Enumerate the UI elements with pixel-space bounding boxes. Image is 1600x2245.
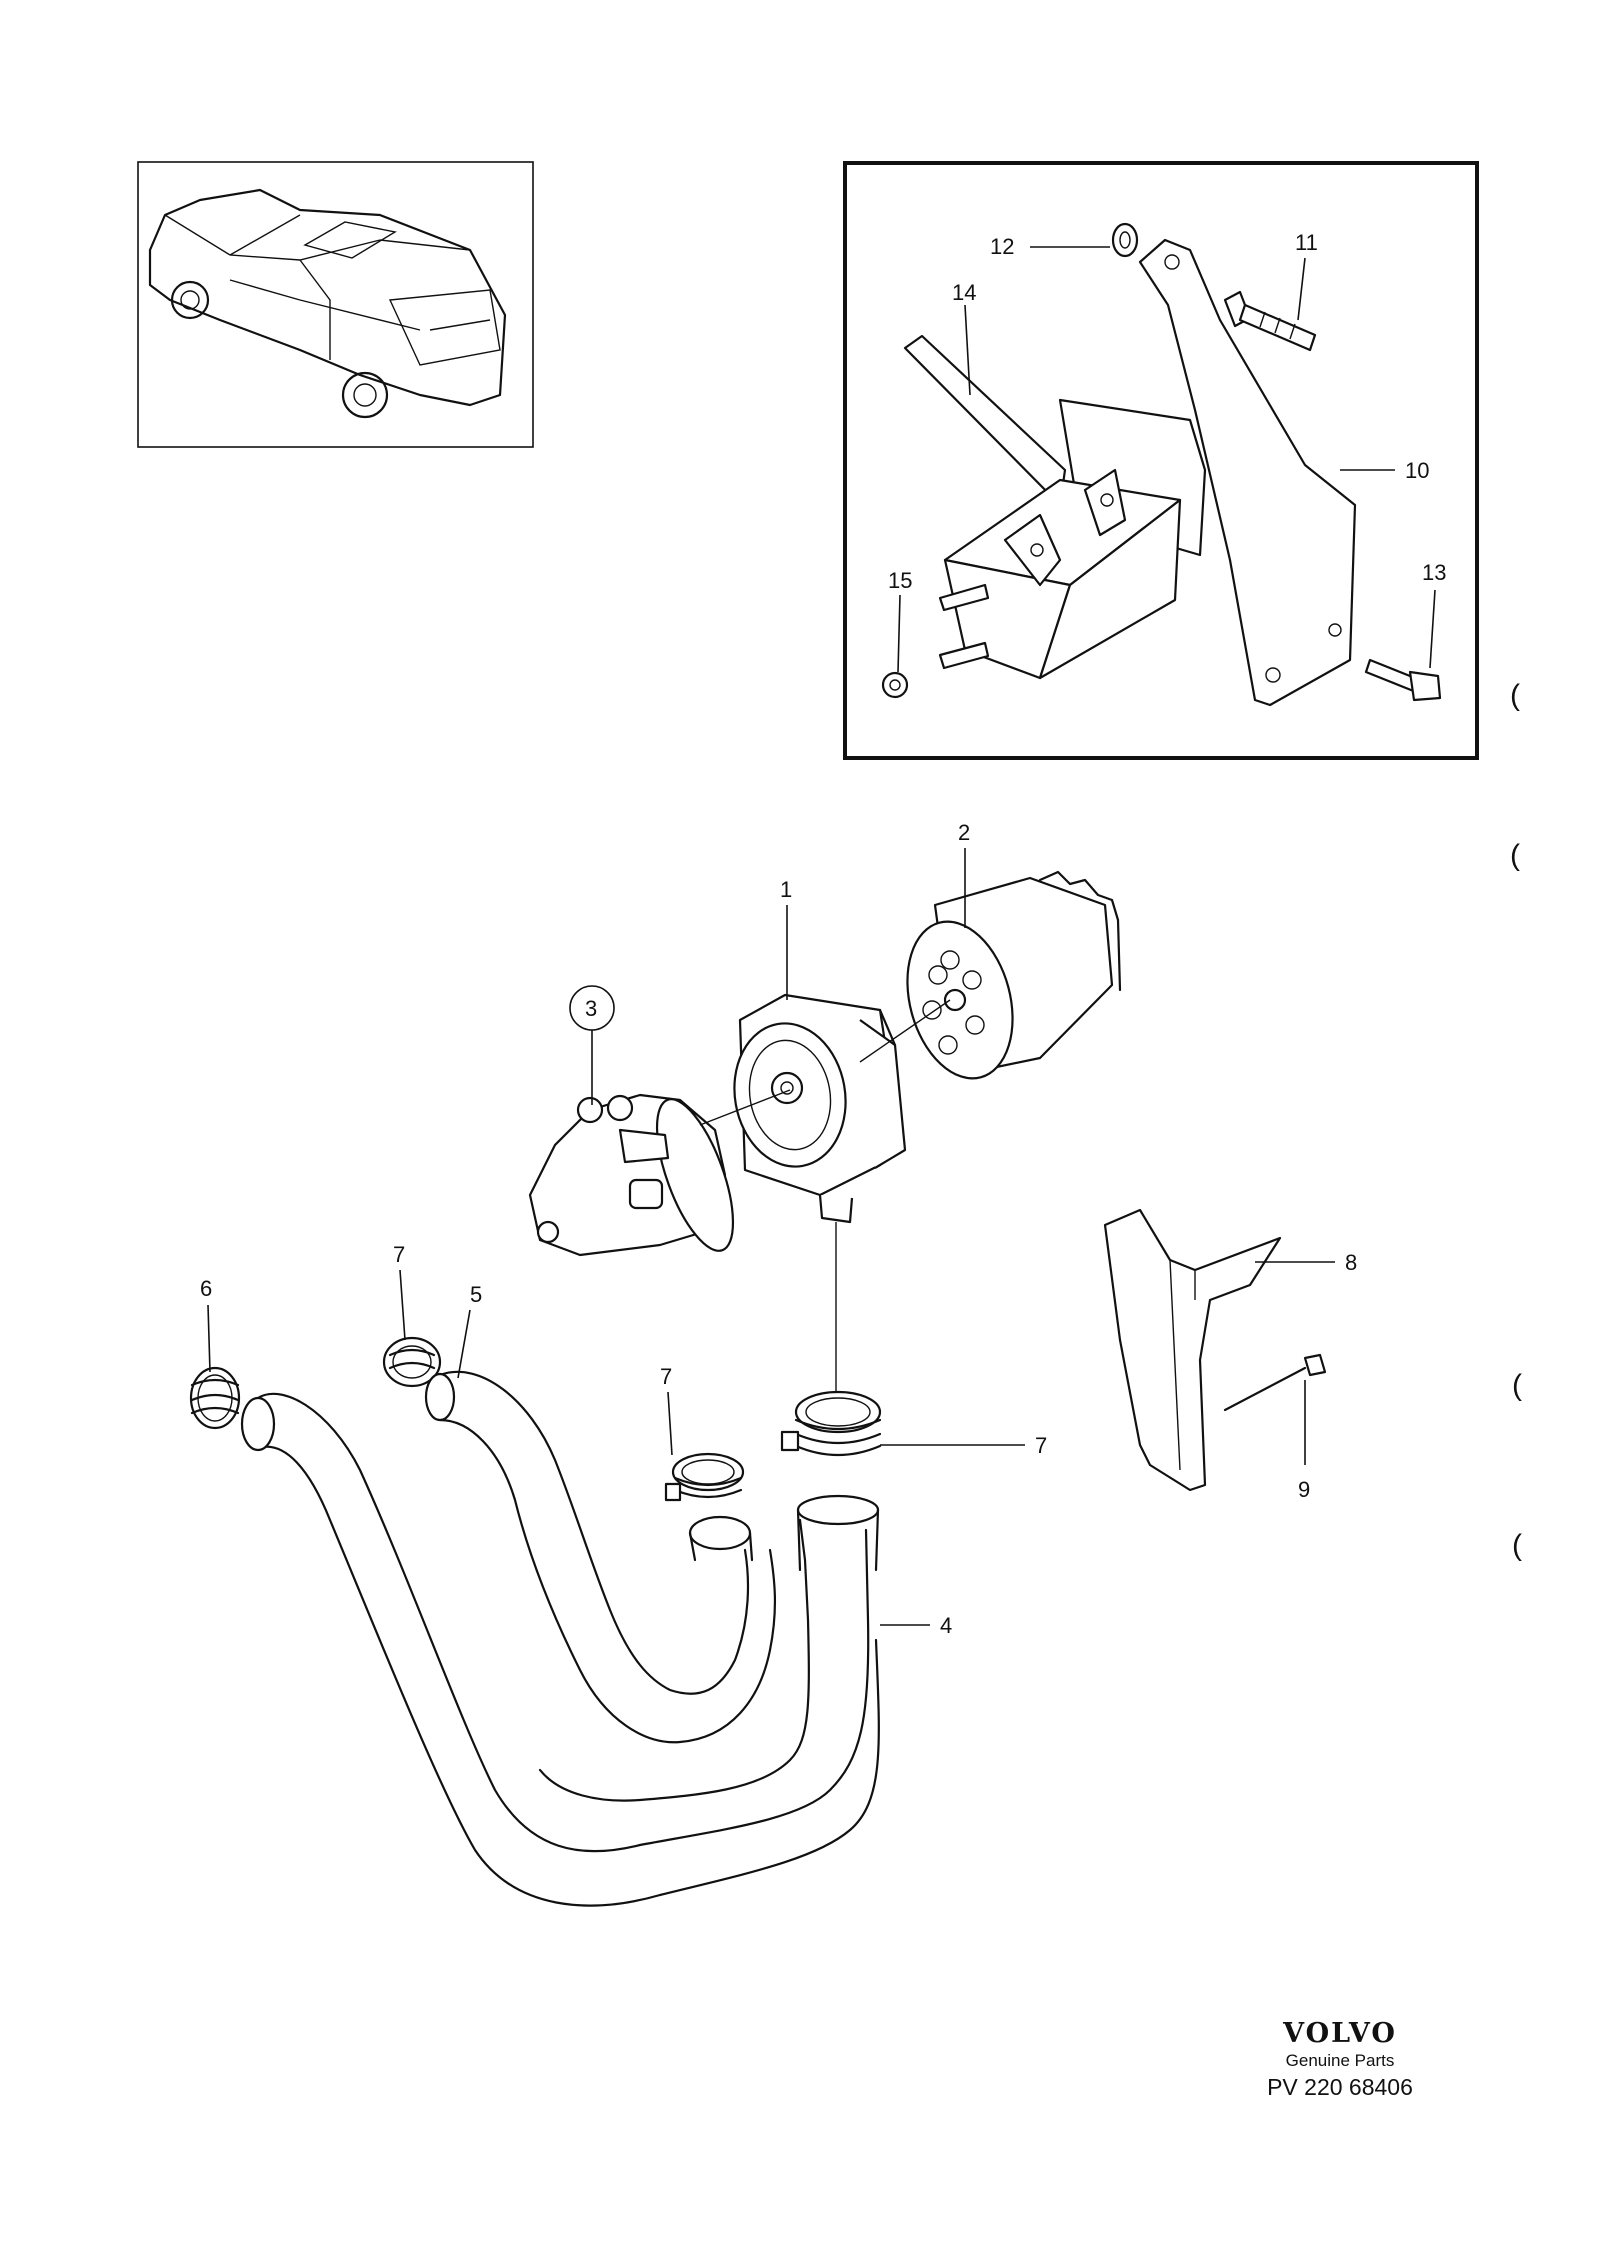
- hose-4: [240, 1392, 880, 1907]
- callout-11: 11: [1295, 230, 1318, 255]
- callout-7a: 7: [393, 1242, 405, 1267]
- diagram-reference-code: PV 220 68406: [1267, 2074, 1413, 2100]
- bracket-arm-14: [903, 334, 1067, 507]
- callout-4: 4: [940, 1613, 952, 1638]
- flange-bolt-13: [1364, 658, 1442, 702]
- sedan-car-illustration: [148, 188, 507, 419]
- margin-mark: (: [1512, 1369, 1522, 1402]
- callout-10: 10: [1405, 458, 1429, 483]
- screw-9: [1223, 1353, 1327, 1412]
- oil-cooler-1: [733, 993, 907, 1224]
- callout-14: 14: [952, 280, 976, 305]
- hose-5: [424, 1370, 777, 1744]
- vehicle-overview-inset: [137, 161, 534, 448]
- callout-7c: 7: [1035, 1433, 1047, 1458]
- axis-adapter-to-cooler: [699, 1089, 791, 1126]
- volvo-logo: VOLVO: [1283, 2018, 1397, 2049]
- callout-8: 8: [1345, 1250, 1357, 1275]
- callout-1: 1: [780, 877, 792, 902]
- callout-9: 9: [1298, 1477, 1310, 1502]
- hose-clamp-7a: [382, 1336, 442, 1388]
- callout-2: 2: [958, 820, 970, 845]
- margin-mark: (: [1512, 1529, 1522, 1562]
- oil-filter-2: [906, 870, 1122, 1080]
- margin-mark: (: [1510, 839, 1520, 872]
- hose-clamp-6: [189, 1366, 241, 1430]
- callout-13: 13: [1422, 560, 1446, 585]
- bracket-inset: 11 12 10 13 14 15: [843, 161, 1479, 760]
- hose-clamp-7b: [664, 1452, 745, 1502]
- brand-block: VOLVO Genuine Parts PV 220 68406: [1230, 2018, 1450, 2102]
- callout-15: 15: [888, 568, 912, 593]
- filter-adapter-3: [528, 1093, 735, 1257]
- margin-mark: (: [1510, 679, 1520, 712]
- callout-7b: 7: [660, 1364, 672, 1389]
- callout-6: 6: [200, 1276, 212, 1301]
- bracket-plate-10: [1138, 238, 1357, 707]
- brand-subtitle: Genuine Parts: [1285, 2051, 1395, 2070]
- washer-12: [1111, 222, 1139, 258]
- callout-12: 12: [990, 234, 1014, 259]
- callout-3: 3: [585, 996, 597, 1021]
- cooler-mount-block: [943, 398, 1207, 680]
- heat-shield-8: [1103, 1208, 1282, 1492]
- nut-and-studs-15: [881, 583, 990, 699]
- callout-5: 5: [470, 1282, 482, 1307]
- stud-bolt-11: [1223, 290, 1317, 352]
- axis-cooler-to-filter: [859, 999, 951, 1063]
- hose-clamp-7c: [780, 1390, 882, 1457]
